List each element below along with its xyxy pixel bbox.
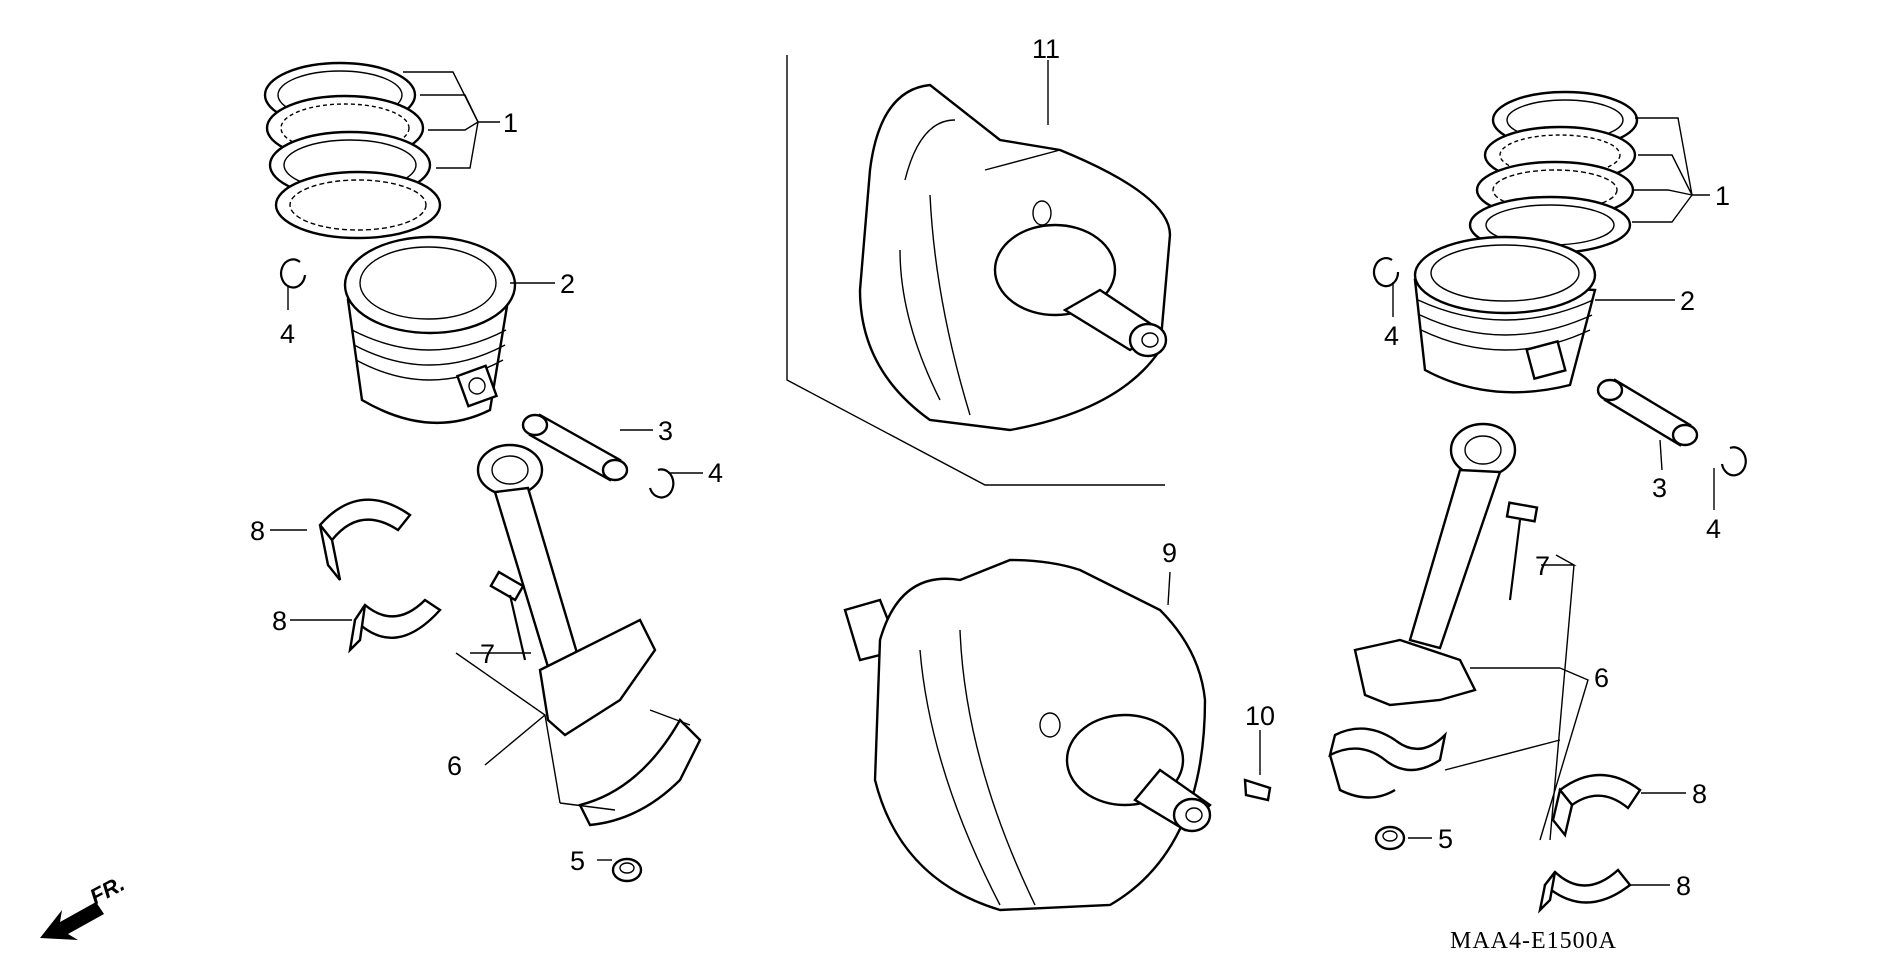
- right-rod-cap: [1328, 727, 1447, 799]
- left-connecting-rod: [476, 443, 657, 737]
- callout-5-right: 5: [1438, 824, 1453, 854]
- left-bearing-upper: [318, 498, 412, 581]
- callout-10: 10: [1245, 701, 1275, 731]
- right-connecting-rod: [1353, 422, 1517, 707]
- right-bearing-lower: [1538, 868, 1632, 914]
- callout-7-left: 7: [480, 639, 495, 669]
- right-piston: [1413, 235, 1597, 394]
- crankshaft: [843, 558, 1212, 912]
- left-bearing-lower: [348, 598, 442, 654]
- callout-2-left: 2: [560, 269, 575, 299]
- callout-7-right: 7: [1535, 551, 1550, 581]
- crankshaft-assembly: [858, 83, 1172, 432]
- callout-8-right-lower: 8: [1676, 871, 1691, 901]
- left-rod-bolt: [489, 570, 527, 661]
- callout-11: 11: [1032, 34, 1060, 64]
- left-piston-rings: [263, 61, 442, 240]
- left-rod-nut: [611, 857, 643, 883]
- right-rod-bolt: [1505, 501, 1539, 601]
- callout-6-right: 6: [1594, 663, 1609, 693]
- callout-1-left: 1: [503, 108, 518, 138]
- left-pin-clip-top: [279, 258, 307, 289]
- right-pin-clip-left: [1372, 257, 1400, 288]
- callout-8-left-lower: 8: [272, 606, 287, 636]
- left-pin-clip-right: [648, 468, 675, 499]
- right-piston-pin: [1596, 378, 1699, 447]
- callout-4-left-top: 4: [280, 319, 295, 349]
- callout-3-right: 3: [1652, 473, 1667, 503]
- callout-1-right: 1: [1715, 181, 1730, 211]
- callout-4-left-right: 4: [708, 458, 723, 488]
- callout-2-right: 2: [1680, 286, 1695, 316]
- left-piston: [343, 235, 517, 425]
- crankshaft-assembly-box: [786, 55, 1165, 486]
- right-rod-nut: [1374, 825, 1406, 851]
- callout-4-right-left: 4: [1384, 321, 1399, 351]
- callout-3-left: 3: [658, 416, 673, 446]
- front-direction-arrow: FR.: [40, 871, 129, 940]
- callout-6-left: 6: [447, 751, 462, 781]
- callout-8-left-upper: 8: [250, 516, 265, 546]
- left-rod-cap: [578, 709, 702, 827]
- diagram-code: MAA4-E1500A: [1450, 928, 1617, 954]
- front-direction-label: FR.: [86, 871, 129, 910]
- callout-4-right-right: 4: [1706, 514, 1721, 544]
- left-piston-pin: [521, 413, 629, 482]
- callout-labels: 1 2 3 4 4 8 8 7 6 5 11 9 10 1 2 3 4 4 7 …: [250, 34, 1730, 901]
- callout-8-right-upper: 8: [1692, 779, 1707, 809]
- callout-9: 9: [1162, 538, 1177, 568]
- right-pin-clip-right: [1720, 446, 1747, 477]
- right-bearing-upper: [1551, 773, 1642, 838]
- right-piston-rings: [1468, 90, 1639, 255]
- leader-lines: [270, 60, 1715, 886]
- woodruff-key: [1243, 778, 1272, 802]
- callout-5-left: 5: [570, 846, 585, 876]
